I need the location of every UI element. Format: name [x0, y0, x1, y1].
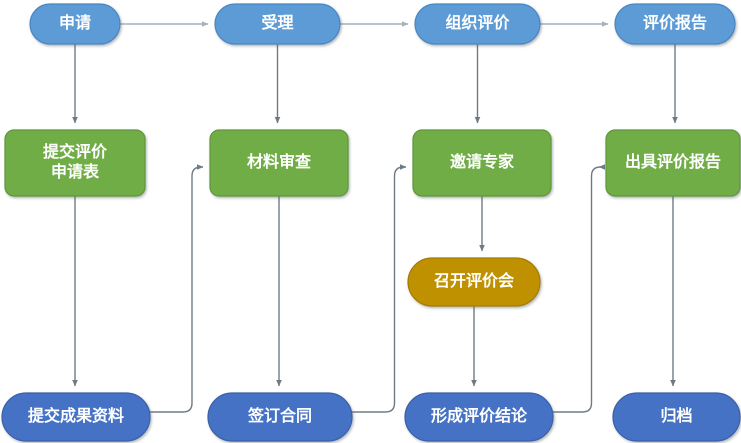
- node-label: 材料审查: [247, 152, 311, 171]
- node-shape: [612, 392, 741, 442]
- node-label: 评价报告: [643, 13, 707, 32]
- connector-e-jielun-chuju: [553, 164, 605, 413]
- node-n-zhaokaipingjiahui[interactable]: 召开评价会: [407, 257, 541, 307]
- node-label: 提交成果资料: [28, 406, 124, 425]
- node-shape: [605, 129, 741, 197]
- node-label: 召开评价会: [434, 271, 514, 290]
- node-label: 归档: [660, 406, 692, 425]
- node-label: 申请: [59, 13, 91, 32]
- node-shape: [4, 129, 146, 197]
- node-n-shouli[interactable]: 受理: [214, 3, 341, 45]
- node-label: 形成评价结论: [431, 406, 528, 425]
- node-label: 申请表: [51, 162, 100, 181]
- node-n-qiandinghetong[interactable]: 签订合同: [207, 392, 353, 442]
- node-shape: [29, 3, 121, 45]
- node-label: 提交评价: [43, 142, 108, 161]
- node-shape: [407, 257, 541, 307]
- node-shape: [414, 3, 541, 45]
- node-label: 受理: [261, 13, 293, 32]
- node-n-cailiaoshencha[interactable]: 材料审查: [209, 129, 349, 197]
- node-n-zuzhipingjia[interactable]: 组织评价: [414, 3, 541, 45]
- node-n-yaoqingzhuanjia[interactable]: 邀请专家: [412, 129, 552, 197]
- node-shape: [412, 129, 552, 197]
- node-label: 出具评价报告: [625, 152, 721, 171]
- edge-layer: [72, 21, 678, 413]
- connector-e-chengguo-cailiao: [150, 164, 204, 413]
- node-shape: [1, 392, 151, 442]
- node-n-tijiaochengguo[interactable]: 提交成果资料: [1, 392, 151, 442]
- node-n-guidang[interactable]: 归档: [612, 392, 741, 442]
- node-shape: [207, 392, 353, 442]
- node-shape: [614, 3, 736, 45]
- connector-e-hetong-yaoqing: [352, 164, 407, 413]
- node-n-chujupingjiabaogao[interactable]: 出具评价报告: [605, 129, 741, 197]
- node-n-xingchengjielun[interactable]: 形成评价结论: [404, 392, 554, 442]
- node-layer: 申请受理组织评价评价报告提交评价申请表材料审查邀请专家出具评价报告召开评价会提交…: [1, 3, 741, 442]
- node-n-pingjiabaogao[interactable]: 评价报告: [614, 3, 736, 45]
- node-label: 签订合同: [247, 406, 312, 425]
- node-n-shenqing[interactable]: 申请: [29, 3, 121, 45]
- node-shape: [209, 129, 349, 197]
- node-shape: [214, 3, 341, 45]
- node-label: 组织评价: [445, 13, 510, 32]
- node-label: 邀请专家: [450, 152, 515, 171]
- node-shape: [404, 392, 554, 442]
